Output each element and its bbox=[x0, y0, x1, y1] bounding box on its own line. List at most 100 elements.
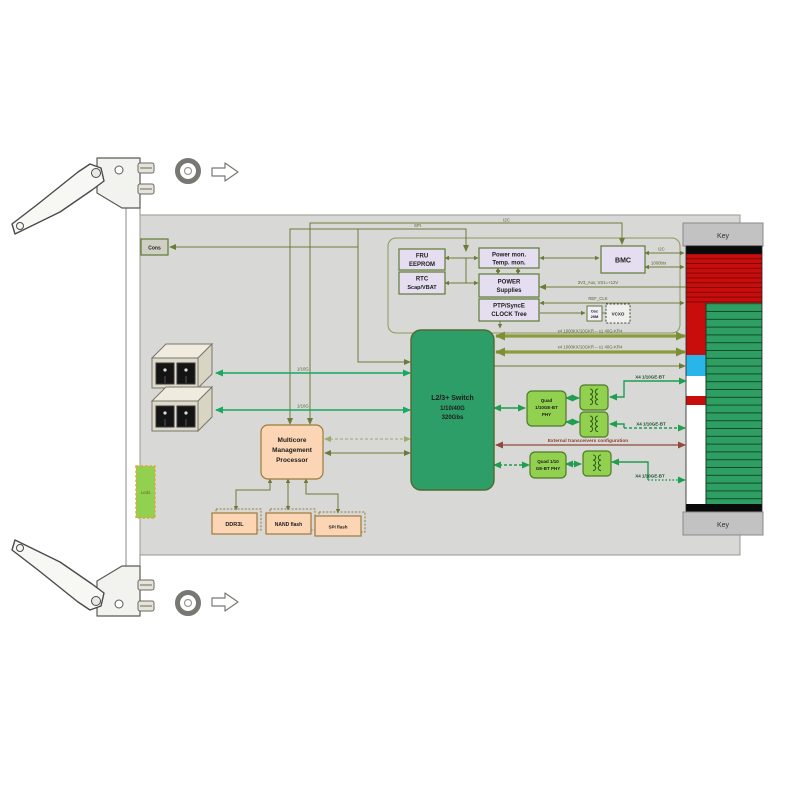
block-fru: FRU EEPROM bbox=[398, 248, 446, 271]
power-mon-label-2: Temp. mon. bbox=[492, 261, 526, 267]
fru-label-2: EEPROM bbox=[409, 262, 435, 268]
transformer-icon bbox=[589, 415, 594, 433]
vcxo-label: VCXO bbox=[612, 312, 625, 317]
nand-label: NAND flash bbox=[275, 522, 303, 528]
transformer-icon bbox=[597, 454, 602, 472]
handle-claw-hole bbox=[16, 222, 24, 230]
leds-label: Leds bbox=[141, 490, 152, 495]
wire-cpu-spiflash bbox=[303, 478, 341, 514]
connector-bar-top bbox=[686, 246, 762, 254]
connector-key-bottom bbox=[682, 511, 764, 536]
ptp-label-1: PTP/SyncE bbox=[493, 304, 525, 310]
ext-cfg-label: External transceivers configuration bbox=[548, 438, 629, 444]
wire-i2c bbox=[307, 222, 625, 425]
ptp-label-2: CLOCK Tree bbox=[491, 312, 527, 318]
front-panel bbox=[125, 195, 141, 589]
bmc-i2c-wire-label: I2C bbox=[658, 247, 665, 252]
ge-link-3-label: X4 1/10GE-BT bbox=[635, 474, 665, 479]
block-bmc: BMC bbox=[600, 245, 646, 274]
bracket-hole bbox=[114, 165, 124, 175]
transformer-icon bbox=[592, 454, 597, 472]
transformer-icon bbox=[589, 388, 594, 406]
power-supplies-label-2: Supplies bbox=[496, 288, 522, 294]
block-power-mon: Power mon. Temp. mon. bbox=[478, 247, 540, 269]
block-power-supplies: POWER Supplies bbox=[478, 273, 540, 298]
block-leds: Leds bbox=[135, 465, 156, 519]
sfp-cage-2 bbox=[150, 385, 214, 433]
block-ptp-clock: PTP/SyncE CLOCK Tree bbox=[478, 298, 540, 322]
handle-bracket bbox=[96, 157, 141, 209]
handle-lever bbox=[11, 163, 105, 235]
bmc-label: BMC bbox=[615, 258, 631, 265]
power-supplies-label-1: POWER bbox=[498, 280, 521, 286]
connector-bar-bottom bbox=[686, 504, 762, 512]
switch-label-3: 320Gbs bbox=[442, 415, 464, 421]
osc-label-2: 20M bbox=[591, 314, 599, 319]
panel-ring-icon bbox=[175, 158, 201, 184]
block-rtc: RTC Scap/VBAT bbox=[398, 271, 446, 295]
transformer-2 bbox=[579, 411, 609, 438]
spi-flash-label: SPI flash bbox=[328, 525, 347, 530]
connector-left-white-2 bbox=[686, 405, 706, 504]
osc-label-1: Osc bbox=[591, 309, 599, 314]
rtc-label-1: RTC bbox=[416, 277, 429, 283]
lc-port bbox=[176, 405, 196, 428]
key-top-label: Key bbox=[717, 233, 730, 240]
bmc-eth-wire-label: 1000btx bbox=[651, 261, 667, 266]
lc-port bbox=[176, 362, 196, 385]
connector-left-red-2 bbox=[686, 396, 706, 405]
connector-red-zone bbox=[686, 254, 762, 303]
wire-switch-mgmt bbox=[357, 229, 411, 365]
phy-top-label-2: 1/10GE-BT bbox=[535, 405, 558, 410]
block-cons: Cons bbox=[140, 238, 169, 256]
wire-cpu-ddr bbox=[233, 478, 273, 511]
panel-ring-center bbox=[183, 166, 193, 176]
switch-label-1: L2/3+ Switch bbox=[431, 395, 474, 402]
handle-pivot bbox=[91, 168, 101, 178]
phy-top-label-3: PHY bbox=[542, 412, 551, 417]
connector-pin-rows bbox=[706, 303, 762, 504]
fru-label-1: FRU bbox=[416, 254, 428, 260]
processor-label-2: Management bbox=[272, 447, 313, 454]
panel-screw bbox=[137, 162, 155, 195]
block-switch: L2/3+ Switch 1/10/40G 320Gbs bbox=[410, 329, 495, 491]
sfp-link-1-label: 1/10G bbox=[297, 367, 309, 372]
key-bottom-label: Key bbox=[717, 522, 730, 529]
i2c-wire-label: I2C bbox=[503, 218, 510, 223]
lc-port bbox=[155, 362, 175, 385]
ddr3l-label: DDR3L bbox=[225, 522, 244, 528]
connector-left-white-1 bbox=[686, 376, 706, 396]
transformer-icon bbox=[594, 388, 599, 406]
wire-labels: SPI I2C I2C 1000btx 3V3_Aux, VS1=+12V RE… bbox=[297, 218, 667, 479]
lc-port bbox=[155, 405, 175, 428]
block-ddr3l: DDR3L bbox=[211, 508, 262, 535]
block-osc: Osc 20M bbox=[586, 305, 603, 322]
transformer-3 bbox=[582, 450, 612, 477]
power-in-wire-label: 3V3_Aux, VS1=+12V bbox=[578, 280, 619, 285]
block-spi-flash: SPI flash bbox=[314, 511, 366, 537]
sfp-cage-1 bbox=[150, 342, 214, 390]
ejector-handle-top-icon bbox=[11, 157, 239, 235]
panel-arrow-icon bbox=[211, 162, 239, 182]
ge-link-2-label: X4 1/10GE-BT bbox=[636, 422, 666, 427]
kr-link-2-label: x4 1000KX/10GKR – x1 40G-KR4 bbox=[558, 345, 623, 350]
block-phy-top: Quad 1/10GE-BT PHY bbox=[526, 390, 567, 427]
wire-mag3-elbow bbox=[611, 458, 649, 480]
block-vcxo: VCXO bbox=[605, 303, 631, 324]
wire-mag1-connector bbox=[609, 377, 687, 401]
wire-mag2-elbow bbox=[609, 420, 625, 428]
edge-connector: Key Key bbox=[682, 222, 764, 536]
processor-label-3: Processor bbox=[276, 457, 308, 464]
processor-label-1: Multicore bbox=[278, 437, 307, 444]
wires bbox=[169, 222, 687, 514]
transformer-1 bbox=[579, 384, 609, 411]
block-nand: NAND flash bbox=[265, 508, 316, 535]
phy-top-label-1: Quad bbox=[541, 398, 553, 403]
ge-link-1-label: X4 1/10GE-BT bbox=[635, 375, 665, 380]
spi-wire-label: SPI bbox=[414, 223, 421, 228]
phy-bottom-label-1: Quad 1/10 bbox=[537, 459, 559, 464]
sfp-link-2-label: 1/10G bbox=[297, 404, 309, 409]
phy-bottom-label-2: GE-BT PHY bbox=[536, 466, 561, 471]
